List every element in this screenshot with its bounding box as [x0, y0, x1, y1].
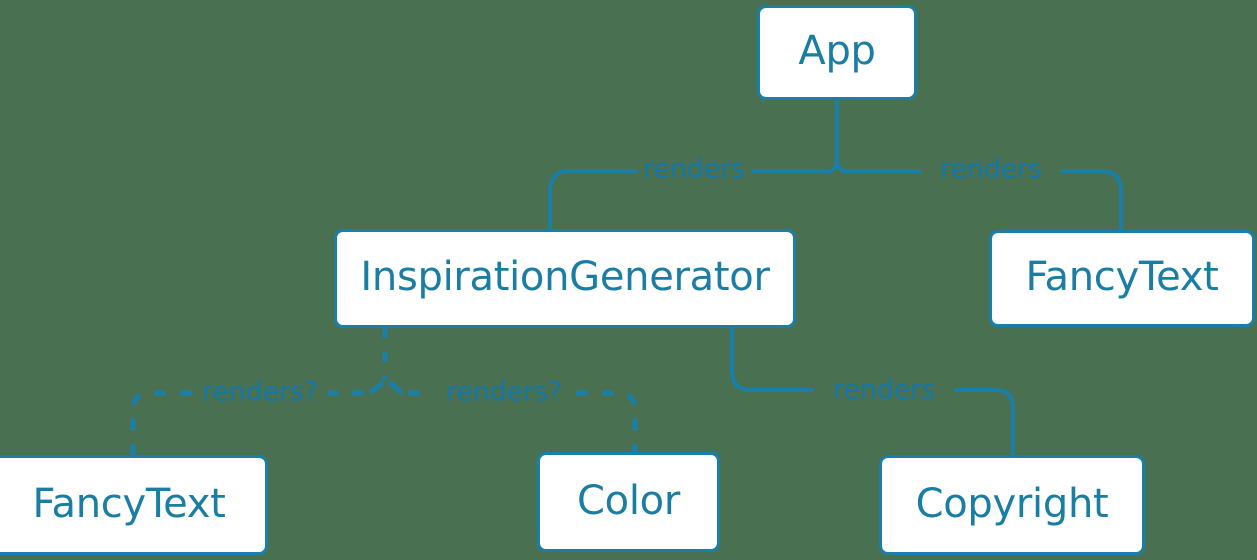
- edge-app-to-inspirationgenerator-left: [548, 169, 638, 231]
- edge-inspirationgenerator-to-copyright-right: [954, 388, 1015, 457]
- edge-inspirationgenerator-dashed-fork-right: [387, 380, 404, 395]
- edge-inspirationgenerator-to-copyright-left: [730, 326, 814, 392]
- node-copyright-label: Copyright: [915, 480, 1109, 527]
- edge-label-inspirationgenerator-to-fancytext: renders?: [202, 376, 318, 408]
- node-fancytext-bottom-label: FancyText: [32, 480, 226, 527]
- node-app-label: App: [798, 28, 876, 74]
- edge-label-inspirationgenerator-to-color: renders?: [446, 376, 562, 408]
- node-color-label: Color: [577, 477, 680, 524]
- node-copyright[interactable]: Copyright: [879, 455, 1145, 555]
- edge-inspirationgenerator-to-color-right: [576, 390, 638, 452]
- node-app[interactable]: App: [757, 5, 917, 100]
- edge-inspirationgenerator-to-fancytext-left: [130, 390, 192, 455]
- node-color[interactable]: Color: [537, 452, 720, 552]
- edge-label-app-to-fancytext: renders: [940, 153, 1042, 185]
- edge-label-inspirationgenerator-to-copyright: renders: [833, 374, 935, 406]
- node-inspirationgenerator[interactable]: InspirationGenerator: [334, 229, 796, 328]
- node-fancytext-top-label: FancyText: [1025, 254, 1219, 300]
- edge-app-to-fancytext-right: [1060, 169, 1123, 232]
- edge-label-app-to-inspirationgenerator: renders: [643, 153, 745, 185]
- node-fancytext-top[interactable]: FancyText: [989, 230, 1255, 327]
- edge-inspirationgenerator-dashed-fork-left: [368, 380, 385, 395]
- node-fancytext-bottom[interactable]: FancyText: [0, 455, 268, 555]
- edge-app-stem-right: [835, 98, 849, 174]
- node-inspirationgenerator-label: InspirationGenerator: [360, 254, 770, 300]
